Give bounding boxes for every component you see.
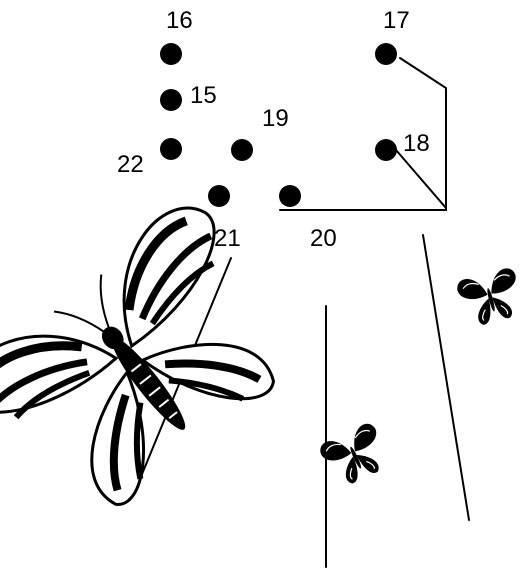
dot-label-19: 19 (262, 105, 289, 132)
small-butterfly-icon (320, 423, 379, 484)
dot-label-20: 20 (310, 225, 337, 252)
dot-17[interactable] (375, 43, 397, 65)
dot-label-18: 18 (403, 130, 430, 157)
dots (160, 43, 397, 207)
dot-label-22: 22 (117, 151, 144, 178)
dot-22[interactable] (160, 138, 182, 160)
large-butterfly-icon (0, 206, 275, 506)
line-17-corner-20 (279, 57, 447, 211)
dot-label-17: 17 (383, 7, 410, 34)
dot-15[interactable] (160, 89, 182, 111)
line-18-corner (395, 149, 447, 209)
dot-16[interactable] (160, 43, 182, 65)
dot-21[interactable] (208, 185, 230, 207)
dot-label-16: 16 (166, 7, 193, 34)
line-right-slant (422, 234, 470, 521)
dot-label-21: 21 (214, 225, 241, 252)
small-butterfly-icon (457, 268, 516, 325)
dot-18[interactable] (375, 139, 397, 161)
dot-19[interactable] (231, 139, 253, 161)
dot-20[interactable] (279, 185, 301, 207)
dot-label-15: 15 (190, 82, 217, 109)
dot-labels: 15 16 17 18 19 20 21 22 (117, 7, 430, 252)
